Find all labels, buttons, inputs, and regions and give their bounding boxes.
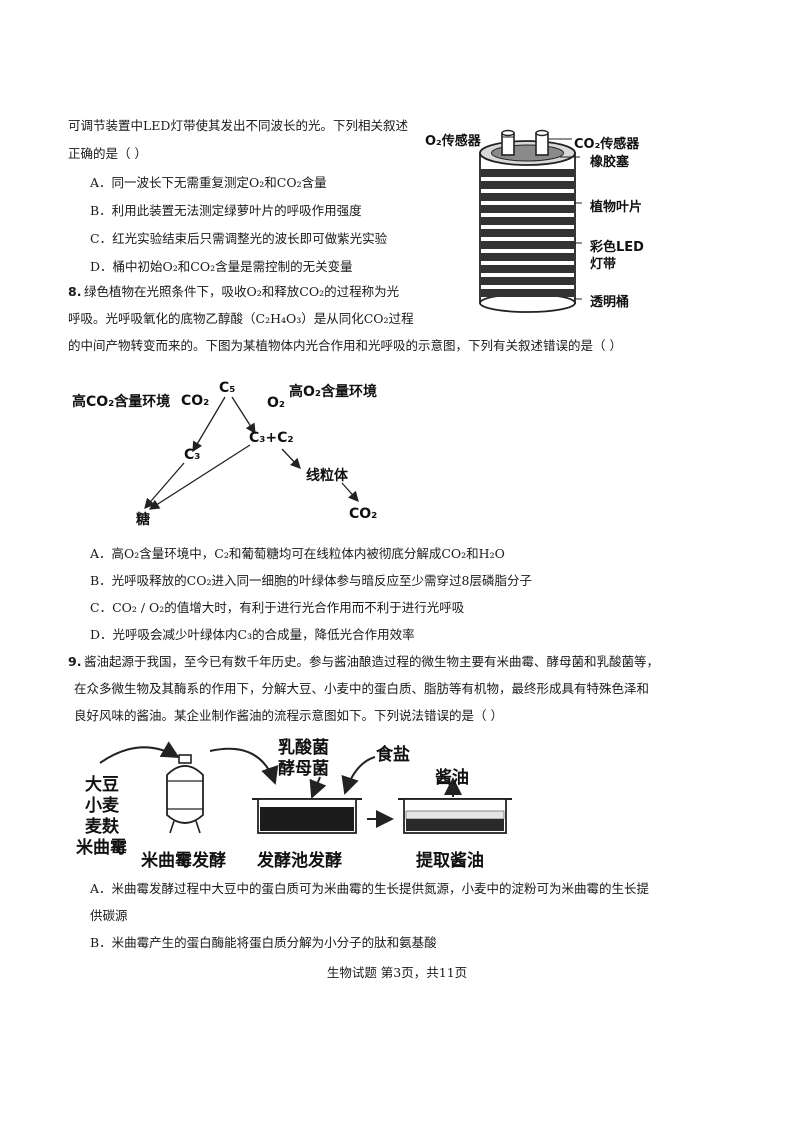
salt-label: 食盐 bbox=[376, 745, 410, 765]
c3-c2-label: C₃+C₂ bbox=[249, 430, 294, 446]
leaf-bands bbox=[481, 169, 574, 297]
q7-option-d: D．桶中初始O₂和CO₂含量是需控制的无关变量 bbox=[90, 259, 353, 274]
led-label-line-2: 灯带 bbox=[590, 257, 617, 272]
q7-intro-line-1: 可调节装置中LED灯带使其发出不同波长的光。下列相关叙述 bbox=[68, 118, 408, 133]
fermenter-vessel-icon bbox=[166, 754, 204, 834]
microbe-yeast: 酵母菌 bbox=[278, 759, 329, 779]
arrow-c5-to-c3 bbox=[192, 396, 226, 453]
q9-stem-line-2: 在众多微生物及其酶系的作用下，分解大豆、小麦中的蛋白质、脂肪等有机物，最终形成具… bbox=[74, 681, 650, 696]
arrow-c3c2-to-sugar bbox=[148, 444, 251, 510]
arrow-fermenter-to-pool bbox=[209, 747, 279, 785]
arrow-mito-to-co2 bbox=[341, 482, 359, 502]
co2-sensor-label: CO₂传感器 bbox=[574, 137, 640, 152]
high-co2-env-label: 高CO₂含量环境 bbox=[72, 394, 171, 410]
raw-material-wheat: 小麦 bbox=[85, 796, 119, 816]
arrow-raw-to-fermenter bbox=[99, 741, 180, 764]
arrow-c3c2-to-mito bbox=[281, 448, 301, 469]
co2-sensor-probe bbox=[535, 132, 549, 156]
c5-label: C₅ bbox=[219, 380, 236, 396]
q9-stem-line-3: 良好风味的酱油。某企业制作酱油的流程示意图如下。下列说法错误的是（ ） bbox=[74, 708, 503, 723]
led-label-line-1: 彩色LED bbox=[590, 240, 644, 255]
extraction-tank-icon bbox=[398, 798, 512, 834]
page-footer: 生物试题 第3页，共11页 bbox=[326, 965, 468, 980]
raw-material-bran: 麦麸 bbox=[85, 817, 119, 837]
q9-number: 9. bbox=[68, 654, 82, 669]
leaves-label: 植物叶片 bbox=[590, 200, 643, 215]
soy-sauce-label: 酱油 bbox=[435, 768, 469, 788]
q7-intro-line-2: 正确的是（ ） bbox=[68, 146, 147, 161]
q9-option-a-line-2: 供碳源 bbox=[90, 908, 128, 923]
q7-apparatus-figure bbox=[479, 129, 582, 313]
microbe-lactic-acid-bacteria: 乳酸菌 bbox=[278, 738, 329, 758]
stopper-label: 橡胶塞 bbox=[590, 155, 630, 170]
stage-aspergillus-fermentation: 米曲霉发酵 bbox=[141, 851, 226, 871]
q9-stem-line-1: 酱油起源于我国，至今已有数千年历史。参与酱油酿造过程的微生物主要有米曲霉、酵母菌… bbox=[84, 654, 660, 669]
q8-option-c: C．CO₂ / O₂的值增大时，有利于进行光合作用而不利于进行光呼吸 bbox=[90, 600, 465, 615]
o2-input-label: O₂ bbox=[267, 395, 286, 411]
co2-input-label: CO₂ bbox=[181, 393, 210, 409]
soy-sauce-flow-diagram bbox=[99, 741, 512, 834]
o2-sensor-label: O₂传感器 bbox=[425, 134, 481, 149]
stage-pool-fermentation: 发酵池发酵 bbox=[257, 851, 342, 871]
arrow-c5-to-c3c2 bbox=[231, 396, 256, 435]
mitochondria-label: 线粒体 bbox=[306, 468, 348, 484]
high-o2-env-label: 高O₂含量环境 bbox=[289, 384, 378, 400]
bucket-label: 透明桶 bbox=[590, 295, 630, 310]
arrow-microbes-to-pool bbox=[309, 776, 327, 799]
q8-stem-line-2: 呼吸。光呼吸氧化的底物乙醇酸（C₂H₄O₃）是从同化CO₂过程 bbox=[68, 311, 414, 326]
q8-stem-line-1: 绿色植物在光照条件下，吸收O₂和释放CO₂的过程称为光 bbox=[84, 284, 400, 299]
q7-option-a: A．同一波长下无需重复测定O₂和CO₂含量 bbox=[90, 175, 327, 190]
q8-option-a: A．高O₂含量环境中，C₂和葡萄糖均可在线粒体内被彻底分解成CO₂和H₂O bbox=[90, 546, 505, 561]
stage-extract-soy-sauce: 提取酱油 bbox=[416, 851, 484, 871]
photorespiration-diagram bbox=[144, 396, 359, 510]
o2-sensor-probe bbox=[501, 132, 515, 156]
q8-number: 8. bbox=[68, 284, 82, 299]
q7-option-b: B．利用此装置无法测定绿萝叶片的呼吸作用强度 bbox=[90, 203, 362, 218]
q9-option-a-line-1: A．米曲霉发酵过程中大豆中的蛋白质可为米曲霉的生长提供氮源，小麦中的淀粉可为米曲… bbox=[90, 881, 650, 896]
q8-option-d: D．光呼吸会减少叶绿体内C₃的合成量，降低光合作用效率 bbox=[90, 627, 415, 642]
q9-option-b: B．米曲霉产生的蛋白酶能将蛋白质分解为小分子的肽和氨基酸 bbox=[90, 935, 437, 950]
raw-material-soybean: 大豆 bbox=[85, 775, 119, 795]
arrow-salt-to-pool bbox=[341, 756, 376, 795]
sugar-label: 糖 bbox=[136, 512, 150, 528]
co2-output-label: CO₂ bbox=[349, 506, 378, 522]
c3-label: C₃ bbox=[184, 447, 201, 463]
q8-stem-line-3: 的中间产物转变而来的。下图为某植物体内光合作用和光呼吸的示意图，下列有关叙述错误… bbox=[68, 338, 622, 353]
arrow-c3-to-sugar bbox=[144, 462, 185, 509]
q7-option-c: C．红光实验结束后只需调整光的波长即可做紫光实验 bbox=[90, 231, 388, 246]
raw-material-aspergillus: 米曲霉 bbox=[76, 838, 127, 858]
fermentation-pool-icon bbox=[252, 798, 362, 834]
q8-option-b: B．光呼吸释放的CO₂进入同一细胞的叶绿体参与暗反应至少需穿过8层磷脂分子 bbox=[90, 573, 532, 588]
